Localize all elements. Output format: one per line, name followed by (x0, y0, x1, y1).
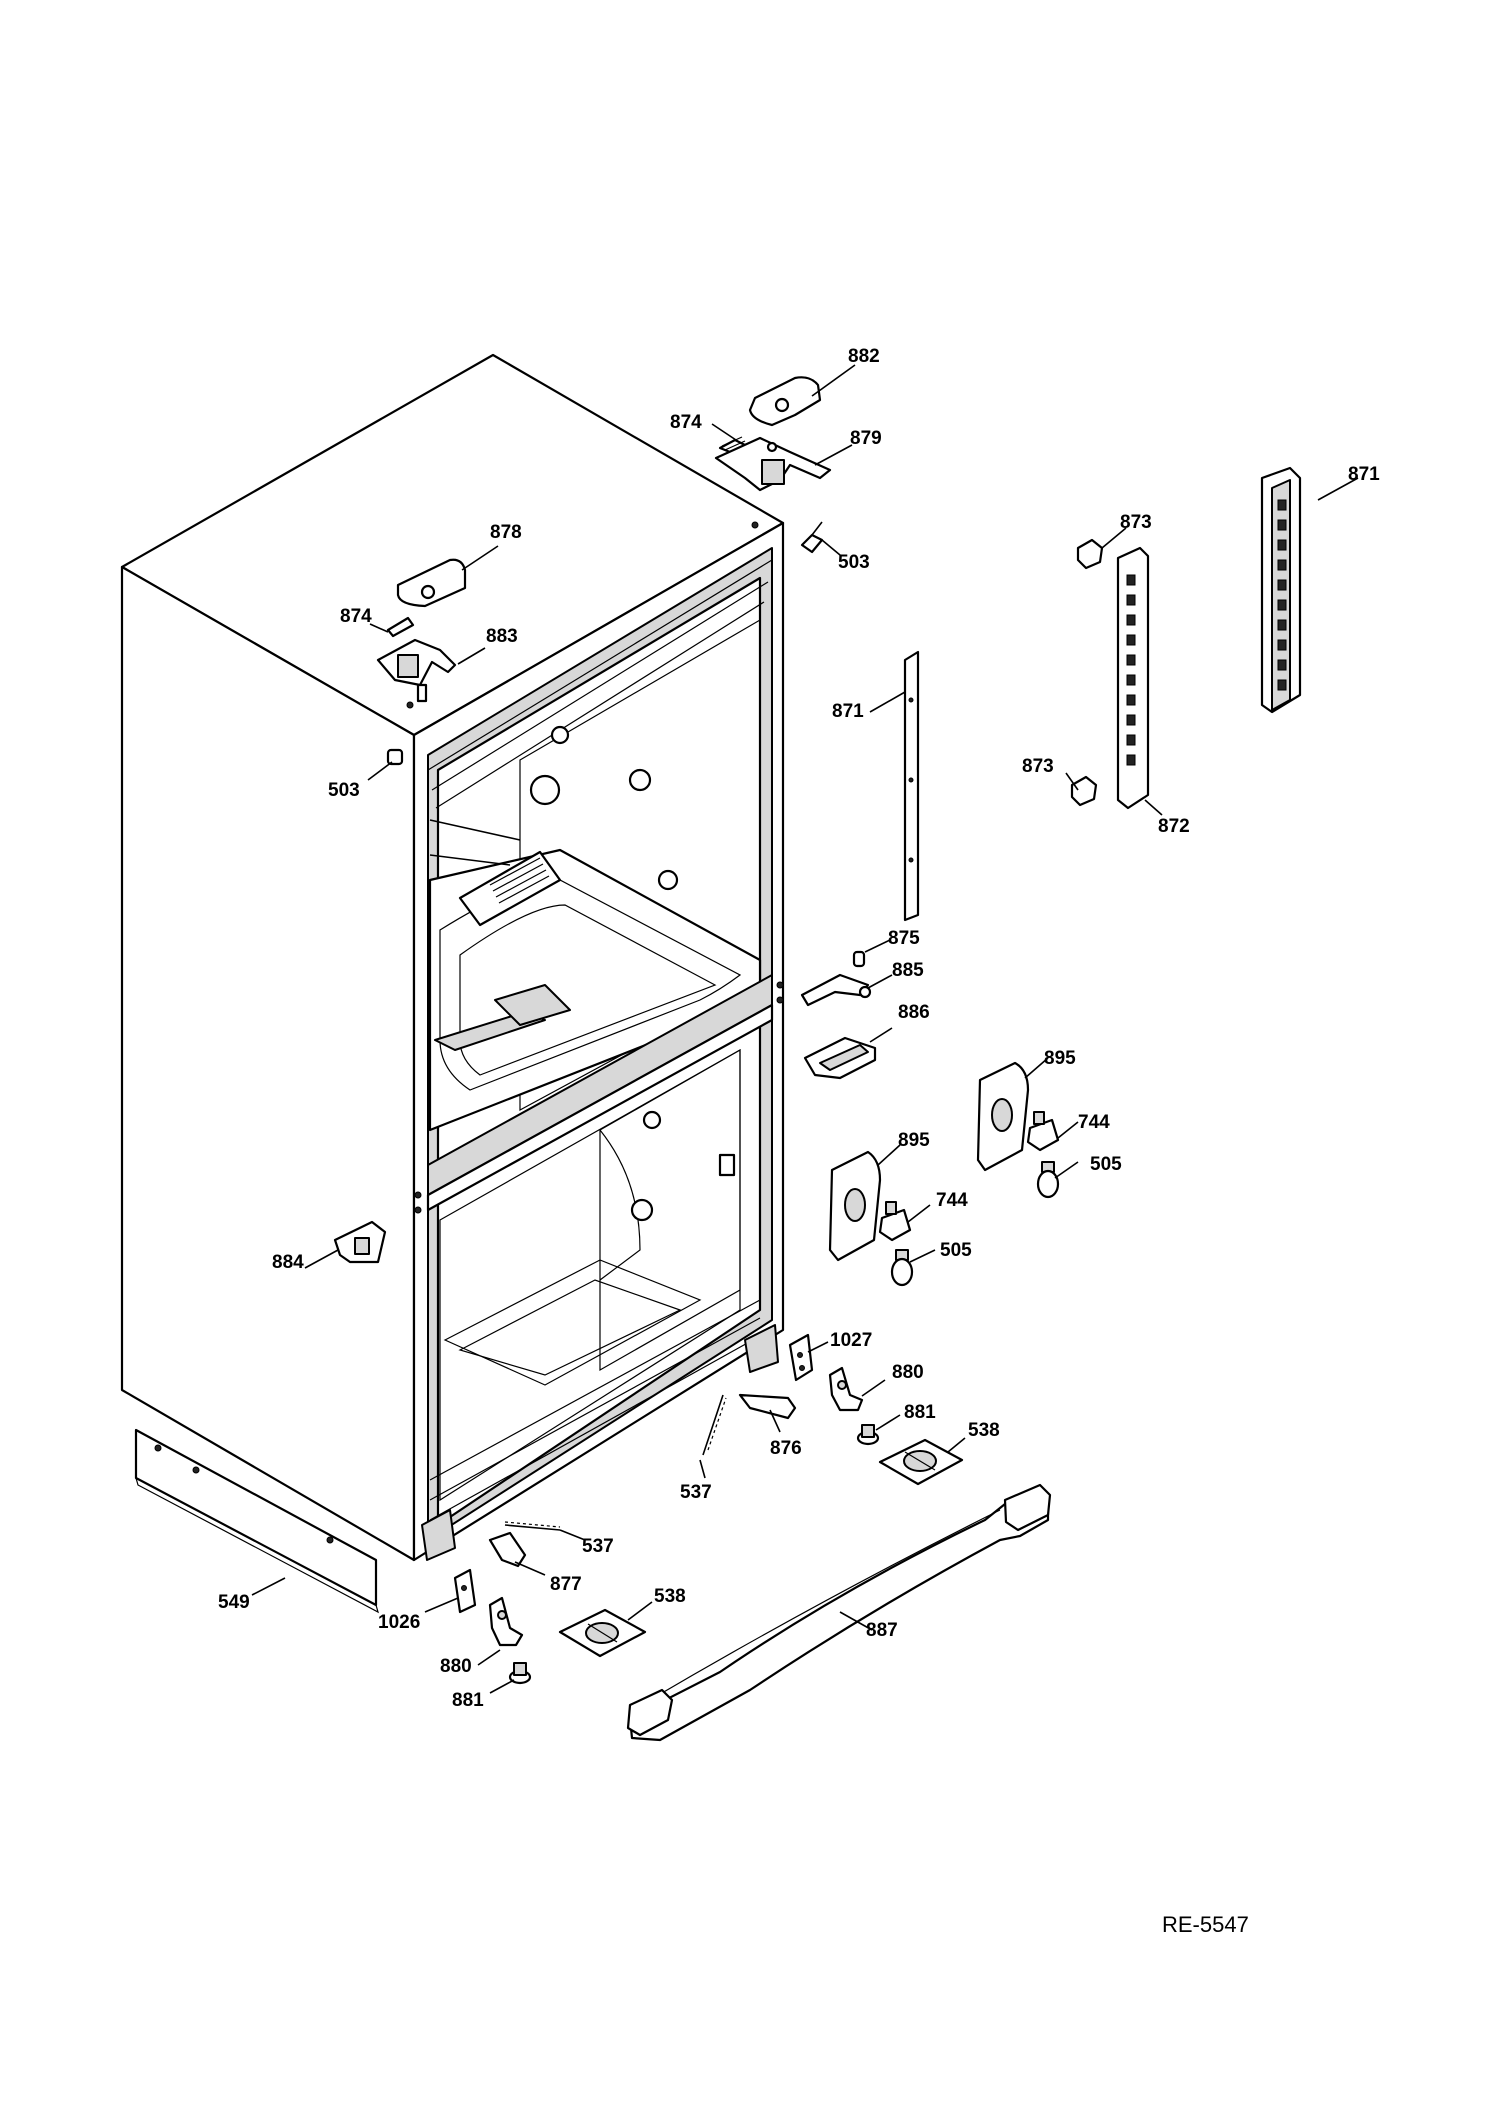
callout-880: 880 (440, 1656, 472, 1677)
callout-876: 876 (770, 1438, 802, 1459)
hinge-link-876 (738, 1393, 797, 1420)
hinge-left-assembly (376, 616, 457, 703)
callout-881: 881 (452, 1690, 484, 1711)
callout-887: 887 (866, 1620, 898, 1641)
callout-881: 881 (904, 1402, 936, 1423)
light-bulb-lower (890, 1249, 914, 1287)
callout-882: 882 (848, 346, 880, 367)
shelf-rail-middle (1116, 546, 1150, 810)
callout-872: 872 (1158, 816, 1190, 837)
callout-878: 878 (490, 522, 522, 543)
hinge-right-assembly (714, 436, 832, 492)
shelf-strip-center (903, 650, 920, 922)
center-hinge-cover-886 (803, 1036, 877, 1080)
light-socket-upper (1026, 1111, 1060, 1152)
callout-503: 503 (328, 780, 360, 801)
callout-871: 871 (832, 701, 864, 722)
callout-873: 873 (1120, 512, 1152, 533)
roller-left (558, 1608, 647, 1658)
spring-right (702, 1394, 727, 1456)
light-housing-upper (976, 1061, 1030, 1172)
hinge-cover-left (396, 558, 467, 608)
callout-744: 744 (936, 1190, 968, 1211)
hinge-plate-1026 (453, 1568, 477, 1614)
spring-left (504, 1521, 561, 1531)
shelf-rail-right (1260, 466, 1302, 714)
callout-1026: 1026 (378, 1612, 420, 1633)
callout-874: 874 (670, 412, 702, 433)
callout-549: 549 (218, 1592, 250, 1613)
callout-505: 505 (940, 1240, 972, 1261)
hinge-plate-1027 (788, 1333, 814, 1382)
callout-884: 884 (272, 1252, 304, 1273)
leveling-bracket-left (488, 1596, 524, 1647)
callout-537: 537 (680, 1482, 712, 1503)
leveling-bracket-right (828, 1366, 864, 1412)
part-callouts: 882 874 879 871 873 503 878 874 883 871 … (218, 346, 1380, 1711)
roller-right (878, 1438, 964, 1486)
center-hinge-885 (800, 973, 872, 1007)
leveling-foot-left (508, 1662, 532, 1685)
callout-883: 883 (486, 626, 518, 647)
callout-886: 886 (898, 1002, 930, 1023)
callout-879: 879 (850, 428, 882, 449)
rail-clip-top (1076, 538, 1104, 570)
callout-744: 744 (1078, 1112, 1110, 1133)
callout-874: 874 (340, 606, 372, 627)
door-stop-875 (852, 950, 866, 968)
callout-873: 873 (1022, 756, 1054, 777)
leader-lines (251, 364, 1359, 1694)
callout-880: 880 (892, 1362, 924, 1383)
rail-clip-bottom (1070, 775, 1098, 807)
callout-871: 871 (1348, 464, 1380, 485)
callout-875: 875 (888, 928, 920, 949)
light-socket-lower (878, 1201, 912, 1242)
callout-538: 538 (654, 1586, 686, 1607)
refrigerator-cabinet (120, 353, 785, 1562)
leveling-foot-right (856, 1424, 880, 1446)
hinge-link-877 (488, 1531, 527, 1568)
rail-slots-right (1277, 499, 1287, 691)
base-grille (626, 1483, 1052, 1742)
rail-slots-middle (1126, 574, 1136, 766)
callout-895: 895 (898, 1130, 930, 1151)
callout-538: 538 (968, 1420, 1000, 1441)
vent-slots (489, 857, 550, 904)
callout-505: 505 (1090, 1154, 1122, 1175)
kickplate (134, 1428, 379, 1614)
light-housing-lower (828, 1150, 882, 1262)
callout-537: 537 (582, 1536, 614, 1557)
callout-895: 895 (1044, 1048, 1076, 1069)
door-stop-pin-right (800, 521, 824, 554)
callout-503: 503 (838, 552, 870, 573)
light-bulb-upper (1036, 1161, 1060, 1199)
diagram-reference-code: RE-5547 (1162, 1912, 1249, 1937)
callout-877: 877 (550, 1574, 582, 1595)
hinge-cover-right (748, 376, 822, 427)
callout-1027: 1027 (830, 1330, 872, 1351)
lower-hinge-884 (333, 1220, 387, 1264)
callout-885: 885 (892, 960, 924, 981)
door-stop-pin-left (386, 748, 404, 766)
